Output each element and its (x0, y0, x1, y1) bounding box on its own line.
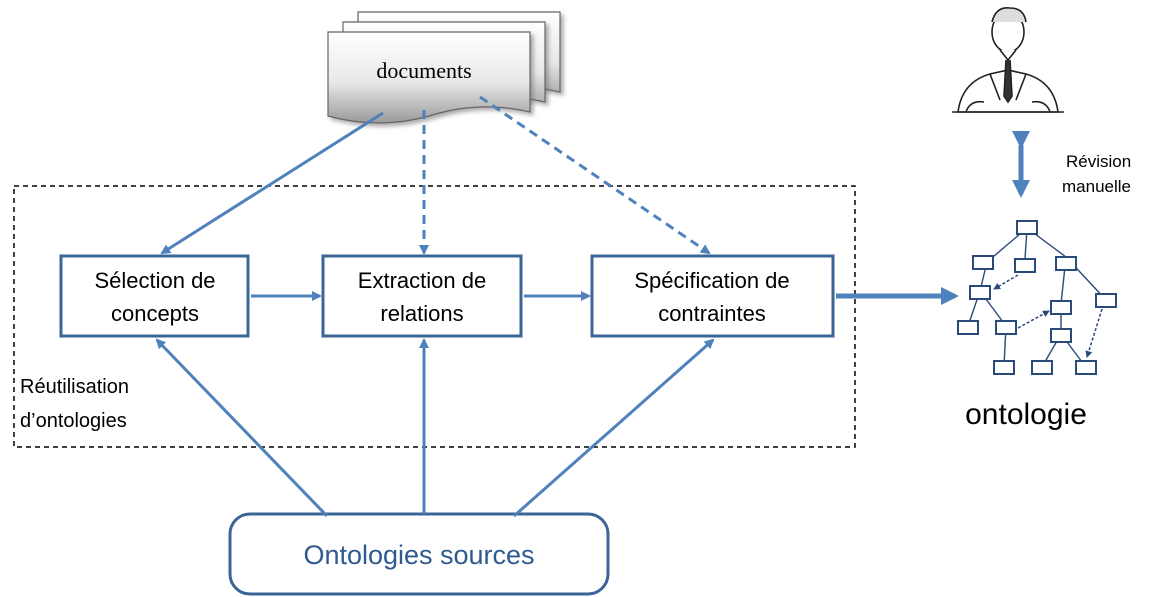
step-constraint-specification: Spécification de contraintes (590, 254, 835, 338)
documents-stack: documents (327, 11, 561, 124)
ontology-reuse-region (13, 185, 856, 448)
step-concept-selection-line1: Sélection de (94, 268, 215, 293)
step-concept-selection: Sélection de concepts (59, 254, 250, 338)
step-relation-extraction-line1: Extraction de (358, 268, 486, 293)
ontologies-sources-box (228, 512, 610, 596)
step-constraint-specification-line1: Spécification de (634, 268, 789, 293)
revision-label-line1: Révision (1066, 152, 1131, 171)
revision-label-line2: manuelle (1062, 177, 1131, 196)
region-label-line1: Réutilisation (20, 376, 129, 398)
step-concept-selection-line2: concepts (111, 301, 199, 326)
step-relation-extraction: Extraction de relations (321, 254, 523, 338)
arrow-documents-to-selection (160, 111, 384, 255)
person-icon (952, 6, 1064, 113)
ontology-label: ontologie (965, 398, 1087, 431)
region-label-line2: d’ontologies (20, 410, 127, 432)
arrow-documents-to-specification-dashed (479, 95, 711, 255)
arrow-sources-to-selection (155, 338, 329, 518)
documents-label: documents (376, 58, 471, 83)
tree-graph-icon (957, 220, 1117, 375)
ontologies-sources-label: Ontologies sources (303, 540, 534, 570)
step-relation-extraction-line2: relations (380, 301, 463, 326)
step-constraint-specification-line2: contraintes (658, 301, 766, 326)
arrow-sources-to-specification (513, 338, 715, 518)
